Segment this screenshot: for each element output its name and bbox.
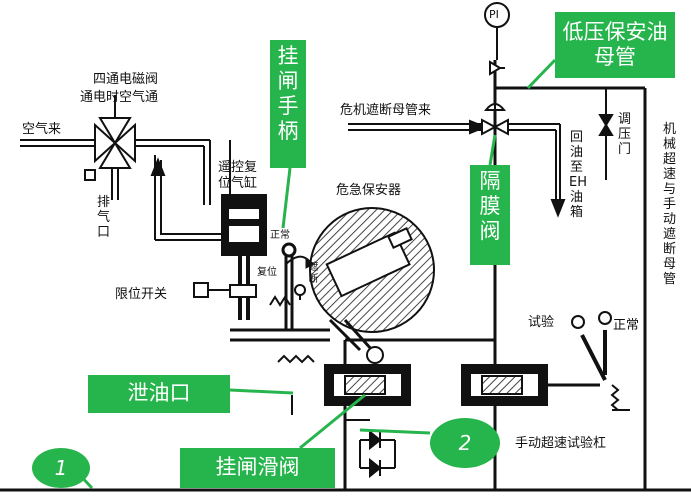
trip-header-pipe [348,119,566,218]
label-adjust-door: 调压门 [617,112,631,157]
limit-switch-symbol [193,282,230,298]
label-reset-small: 复位 [257,267,277,278]
adjust-valve [598,88,614,180]
label-machine-overspeed: 机械超速与手动遮断母管 [662,122,676,287]
label-limit-switch: 限位开关 [115,287,168,302]
label-return-oil: 回油至EH油箱 [569,130,587,220]
callout-trip-handle: 挂闸手柄 [270,40,306,168]
label-emergency-governor: 危急保安器 [336,183,402,198]
callout-number-1: 1 [32,448,90,488]
manual-test-valve-body [461,364,600,406]
diaphragm-valve-symbol [481,60,509,136]
label-trip-header-in: 危机遮断母管来 [340,103,432,118]
callout-pointers [73,58,557,490]
test-lever [571,311,630,411]
callout-trip-slide-valve: 挂闸滑阀 [180,448,335,488]
callout-oil-drain: 泄油口 [88,375,230,413]
label-pi: PI [489,8,499,21]
label-normal-small: 正常 [270,230,290,241]
trip-handle-lever [230,242,330,342]
trip-slide-valve-body [324,346,411,470]
label-four-way-valve-2: 通电时空气通 [80,90,159,105]
label-four-way-valve-1: 四通电磁阀 [93,72,159,87]
emergency-governor [309,207,435,352]
callout-diaphragm-valve: 隔膜阀 [470,165,510,265]
label-manual-test-lever: 手动超速试验杠 [515,436,607,451]
pressure-gauge [484,2,510,28]
label-remote-reset-1: 遥控复 [218,160,258,175]
callout-number-2: 2 [430,418,500,468]
label-exhaust: 排气口 [96,195,110,240]
callout-low-pressure-header: 低压保安油母管 [555,12,675,78]
drain-spring [277,354,315,364]
label-trip-small: 遮断 [308,262,319,285]
four-way-valve [20,95,231,241]
label-remote-reset-2: 位气缸 [218,176,258,191]
label-normal: 正常 [613,318,640,333]
label-test: 试验 [528,315,555,330]
remote-reset-cylinder [221,194,267,320]
label-air-in: 空气来 [22,122,62,137]
check-valves [359,429,396,479]
